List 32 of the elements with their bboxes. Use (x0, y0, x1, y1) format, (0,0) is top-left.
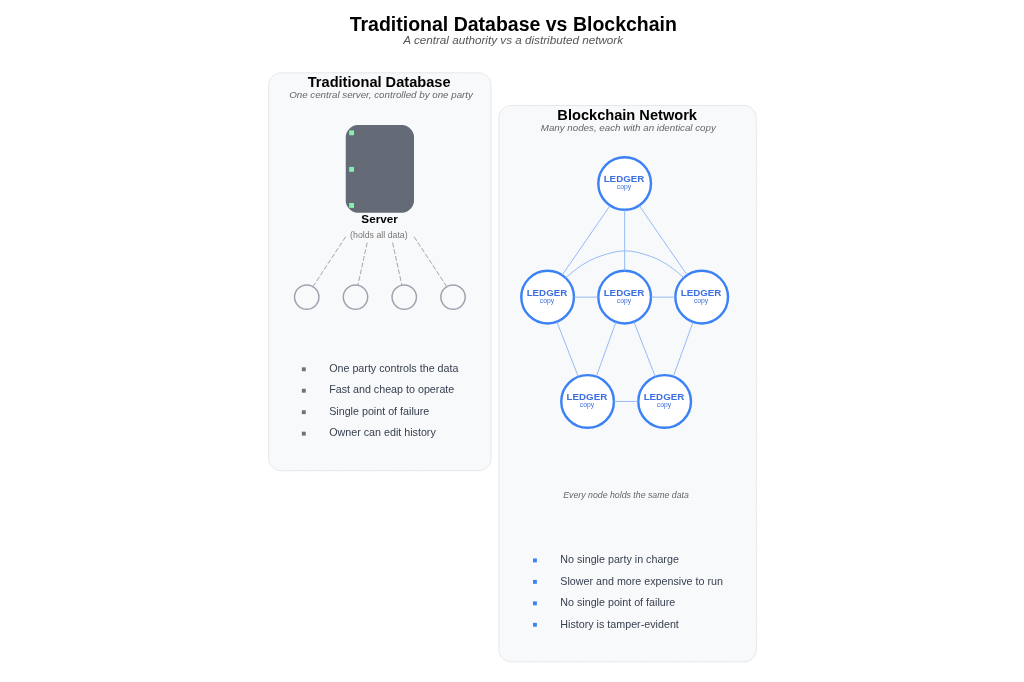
label: Slower and more expensive to run (559, 574, 723, 587)
label: Every node holds the same data (562, 490, 689, 501)
label: Single point of failure (328, 404, 429, 417)
connector (650, 296, 676, 298)
label: No single party in charge (559, 553, 679, 566)
label: History is tamper-evident (559, 617, 679, 630)
connector (555, 321, 579, 377)
connector (391, 242, 402, 286)
diagram-title: Traditional Database vs Blockchain (349, 12, 677, 35)
caption: A central authority vs a distributed network (402, 33, 623, 47)
node-person (293, 284, 320, 311)
connector (613, 400, 639, 402)
connector (564, 250, 684, 279)
label: One party controls the data (328, 362, 458, 375)
node-person (390, 284, 417, 311)
node-label: (holds all data) (349, 230, 408, 241)
connector (312, 236, 346, 287)
connector (672, 321, 693, 377)
node-person (439, 284, 466, 311)
connector (638, 205, 688, 276)
connector (623, 209, 625, 272)
label: Fast and cheap to operate (328, 383, 454, 396)
connector (561, 205, 610, 276)
connector (595, 321, 616, 377)
node-person (342, 284, 368, 311)
connector (632, 321, 656, 377)
connector (573, 296, 599, 298)
label: Owner can edit history (328, 426, 436, 439)
label: No single point of failure (559, 596, 675, 609)
connector (357, 242, 368, 286)
node-label: Server (360, 212, 398, 226)
connector (413, 236, 447, 287)
